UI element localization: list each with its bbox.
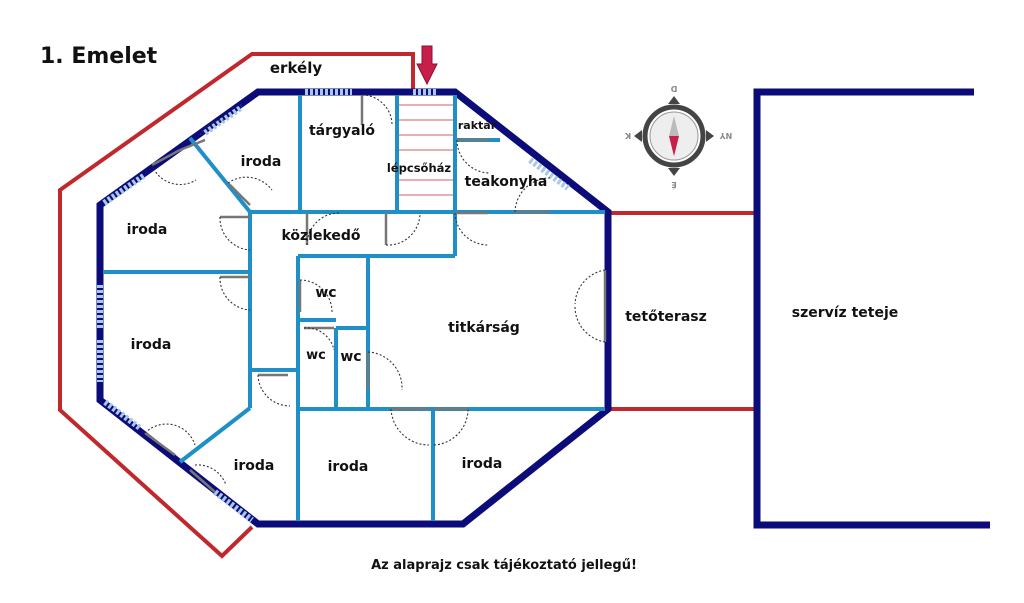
room-label-office: iroda <box>328 459 369 475</box>
room-label-kitchen: teakonyha <box>465 174 548 190</box>
room-label-wc: wc <box>306 348 326 363</box>
room-label-balcony: erkély <box>270 59 322 77</box>
room-label-meeting: tárgyaló <box>309 123 375 139</box>
outer-wall <box>96 88 612 528</box>
floor-title: 1. Emelet <box>40 44 158 69</box>
room-label-corridor: közlekedő <box>281 228 360 244</box>
room-label-service-roof: szervíz teteje <box>792 305 899 321</box>
room-label-office: iroda <box>462 456 503 472</box>
doors <box>144 94 607 493</box>
disclaimer-note: Az alaprajz csak tájékoztató jellegű! <box>371 558 637 573</box>
room-label-secretariat: titkárság <box>448 320 520 336</box>
room-label-storage: raktár <box>458 119 497 132</box>
compass-west-label: K <box>624 131 631 140</box>
staircase <box>399 104 453 196</box>
room-label-office: iroda <box>131 337 172 353</box>
service-roof-outline <box>753 88 990 529</box>
room-label-stairs: lépcsőház <box>387 161 451 175</box>
balcony-railing <box>58 52 756 559</box>
compass-north-label: D <box>670 84 677 93</box>
compass-south-label: É <box>671 180 676 191</box>
room-label-office: iroda <box>241 154 282 170</box>
room-label-wc: wc <box>315 285 336 301</box>
room-label-wc: wc <box>340 349 361 365</box>
room-label-terrace: tetőterasz <box>625 309 707 325</box>
compass-east-label: NY <box>720 131 733 140</box>
compass-icon: D É NY K <box>624 84 732 191</box>
arrow-down-icon <box>416 45 438 86</box>
room-label-office: iroda <box>234 458 275 474</box>
room-label-office: iroda <box>127 222 168 238</box>
